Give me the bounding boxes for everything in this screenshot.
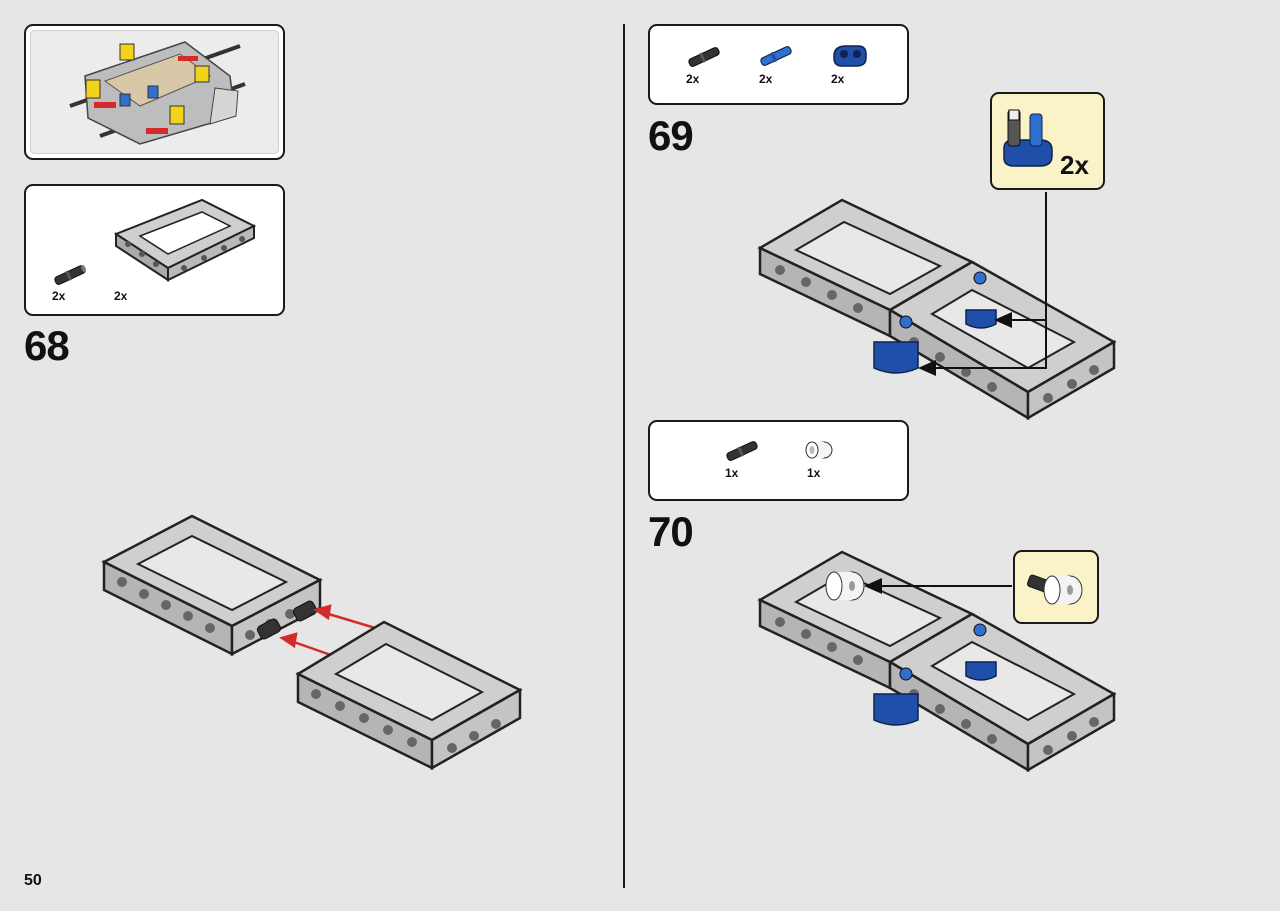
page-divider (623, 24, 625, 888)
step-70-part-2-qty: 1x (807, 466, 821, 480)
page-number: 50 (24, 872, 42, 889)
step-68-part-2-qty: 2x (114, 289, 128, 303)
step-69-part-2-qty: 2x (759, 72, 773, 86)
previous-model-image (69, 41, 246, 145)
step-68-part-1-qty: 2x (52, 289, 66, 303)
step-70-part-1-qty: 1x (725, 466, 739, 480)
white-bushing-icon (805, 441, 833, 459)
black-axle-pin-icon (688, 47, 720, 67)
pin-in-bushing-subassembly-icon (1003, 109, 1053, 167)
step-68-assembly-illustration (101, 514, 523, 771)
step-69-part-1-qty: 2x (686, 72, 700, 86)
step-69-callout-qty: 2x (1060, 150, 1089, 180)
grey-5x7-open-frame-icon (113, 198, 257, 282)
pin-in-white-bushing-icon (1027, 574, 1083, 605)
black-axle-pin-icon (726, 441, 758, 461)
step-70-parts-list (648, 420, 909, 501)
black-axle-pin-icon (54, 264, 87, 285)
step-69-assembly-illustration (757, 192, 1117, 421)
step-70-assembly-illustration (757, 550, 1117, 773)
step-69-number: 69 (648, 112, 694, 159)
step-69-part-3-qty: 2x (831, 72, 845, 86)
blue-axle-pin-icon (760, 46, 792, 66)
blue-double-bushing-icon (833, 45, 867, 67)
step-68-number: 68 (24, 322, 70, 369)
step-70-number: 70 (648, 508, 694, 555)
